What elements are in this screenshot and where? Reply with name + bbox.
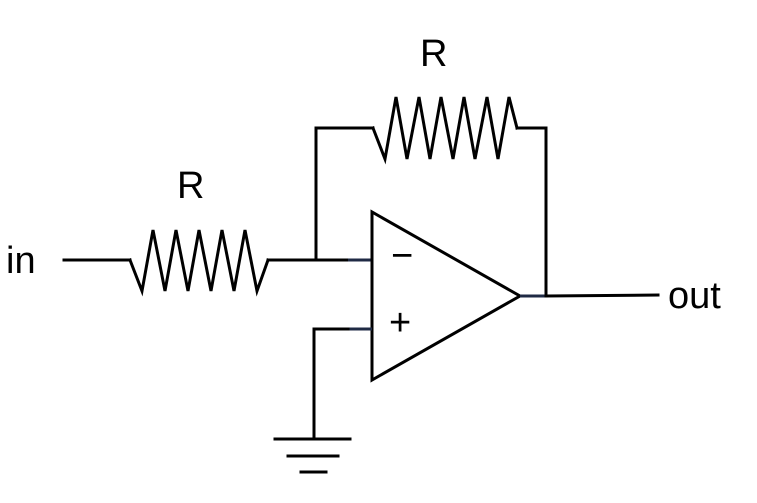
output-wire [544, 293, 660, 298]
ground-icon [273, 437, 352, 474]
input-resistor-label: R [177, 165, 204, 207]
feedback-wire-right [515, 126, 548, 298]
feedback-resistor [371, 96, 519, 165]
op-amp [370, 209, 524, 383]
ground-wire [312, 327, 350, 441]
feedback-resistor-label: R [420, 33, 447, 75]
input-label: in [6, 240, 36, 282]
output-label: out [668, 275, 721, 317]
feedback-wire-left [314, 126, 375, 262]
inverting-sign: − [391, 235, 413, 277]
input-resistor [128, 229, 270, 297]
noninverting-sign: + [389, 302, 411, 344]
